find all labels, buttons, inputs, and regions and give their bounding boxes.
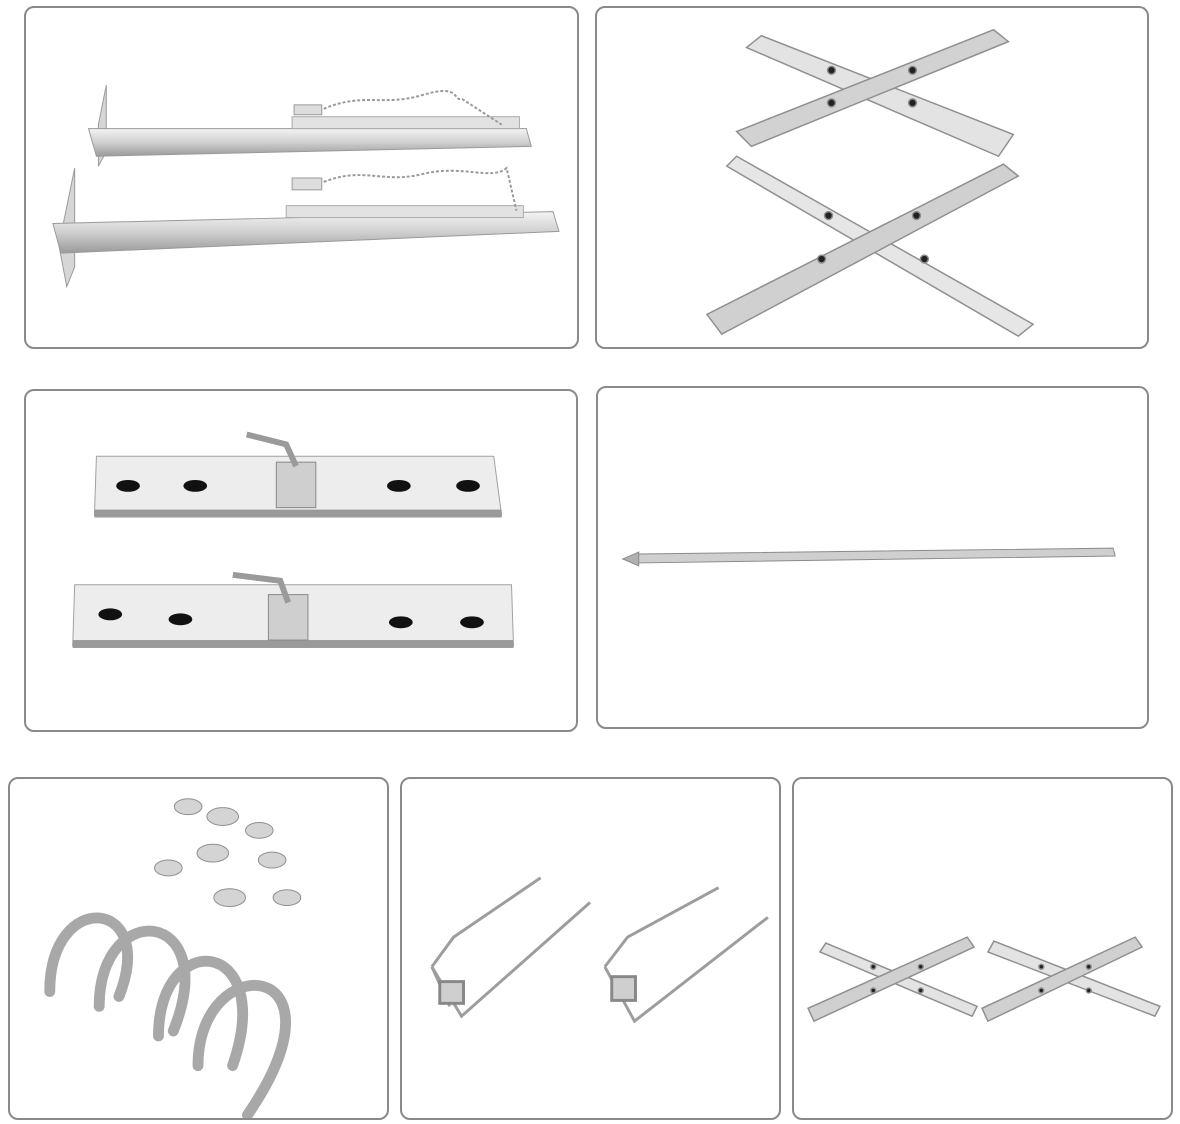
support-brackets-image: [52, 84, 560, 289]
panel-meat-forks: [400, 777, 781, 1120]
panel-u-bolts-wing-nuts: [8, 777, 389, 1120]
x-stand-lower: [705, 155, 1035, 338]
wing-nuts: [154, 798, 302, 907]
clamp-plate-upper: [93, 431, 503, 518]
panel-clamp-plates: [24, 389, 578, 732]
x-stand-left: [807, 936, 979, 1023]
folding-x-stand-image: [705, 28, 1035, 338]
fork-left: [430, 876, 591, 1019]
panel-support-brackets: [24, 6, 579, 349]
clamp-plates-image: [72, 431, 515, 648]
meat-forks-image: [430, 876, 769, 1024]
x-stand-pair-image: [807, 936, 1161, 1023]
u-bolts: [44, 912, 291, 1118]
bracket-upper: [87, 84, 532, 167]
spit-rod-image: [621, 547, 1116, 567]
clamp-plate-lower: [72, 571, 515, 648]
panel-folding-x-stand: [595, 6, 1149, 349]
fork-right: [603, 886, 769, 1024]
panel-x-stand-pair: [792, 777, 1173, 1120]
panel-spit-rod: [596, 386, 1149, 729]
x-stand-right: [981, 936, 1161, 1023]
u-bolts-image: [44, 798, 302, 1118]
x-stand-upper: [735, 28, 1015, 158]
bracket-lower: [52, 166, 560, 289]
